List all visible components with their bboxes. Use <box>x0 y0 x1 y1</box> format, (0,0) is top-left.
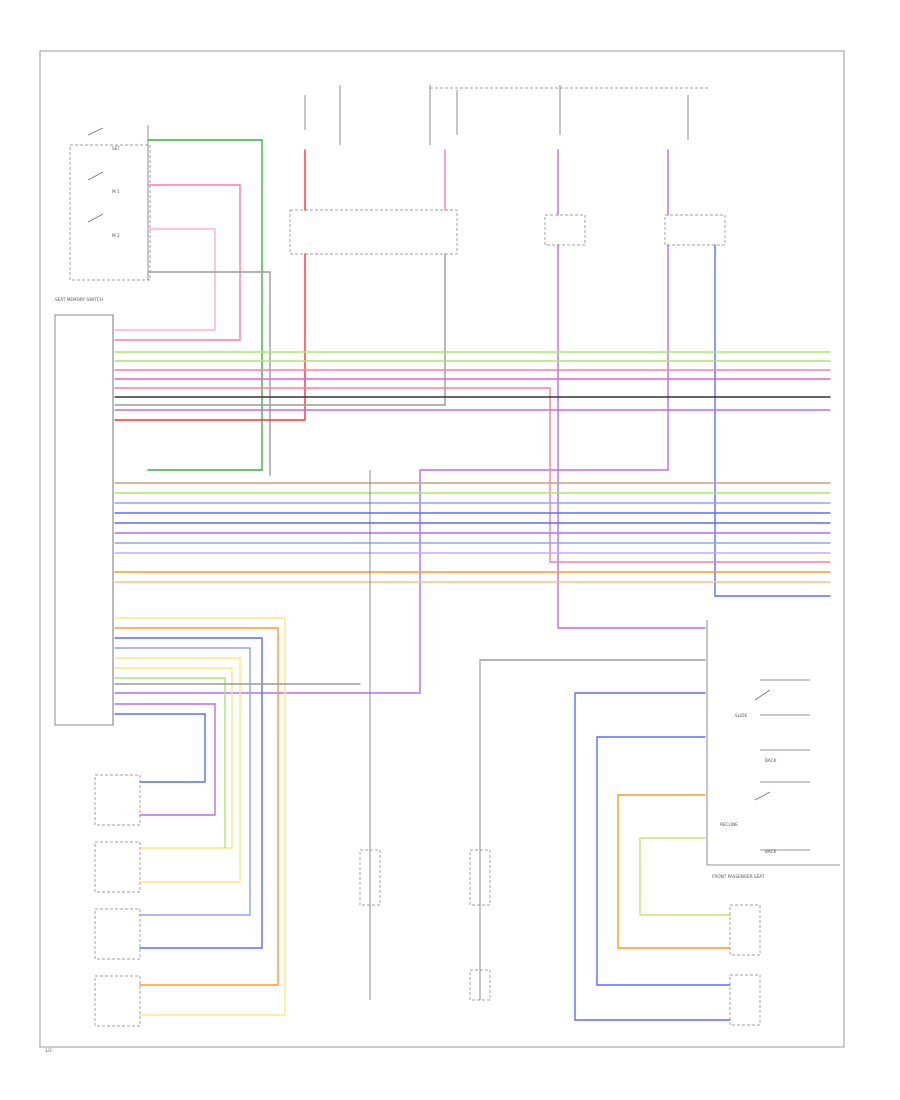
diagram-frame <box>39 50 845 1048</box>
back-label-2: BACK <box>765 849 777 854</box>
ecu-bus-top <box>114 351 831 563</box>
power-seat-ecu <box>54 314 114 726</box>
wire-red-2 <box>114 253 306 421</box>
seat-memory-switch: SET M 1 M 2 SEAT MEMORY SWITCH <box>55 125 151 302</box>
slide-motor <box>94 774 141 826</box>
lifter-motor <box>94 841 141 893</box>
passenger-seat-switch: SLIDE RECLINE BACK BACK FRONT PASSENGER … <box>706 620 840 879</box>
wire-blue-right <box>714 244 831 597</box>
relay-block-3 <box>664 214 726 246</box>
ecu-bus-lower <box>114 617 361 1016</box>
center-relay-3 <box>469 969 491 1001</box>
passenger-recline-motor <box>729 974 761 1026</box>
center-relay-2 <box>469 849 491 906</box>
passenger-slide-motor <box>729 904 761 956</box>
wire-violet-down-2 <box>114 244 669 694</box>
center-components <box>359 470 706 1001</box>
ecu-bus-middle <box>114 482 831 583</box>
seat-memory-switch-label: SEAT MEMORY SWITCH <box>55 297 103 302</box>
m1-label: M 1 <box>112 189 120 194</box>
center-relay-1 <box>359 849 381 906</box>
wire-gray <box>147 271 271 476</box>
fuse-wires <box>114 149 831 694</box>
motor-group-left <box>94 774 141 1027</box>
wire-green <box>147 139 263 471</box>
back-label: BACK <box>765 758 777 763</box>
wire-violet-down <box>557 244 706 629</box>
recline-label: RECLINE <box>720 822 738 827</box>
page-ref: 1/2 <box>45 1048 52 1053</box>
wire-pink <box>114 184 241 341</box>
wire-gray-top <box>114 253 446 406</box>
switch-wires <box>114 139 271 476</box>
front-passenger-seat-label: FRONT PASSENGER SEAT <box>712 874 765 879</box>
relay-block-2 <box>544 214 586 246</box>
relay-block <box>289 209 458 255</box>
m2-label: M 2 <box>112 233 120 238</box>
set-label: SET <box>112 146 120 151</box>
fuse-area <box>304 85 710 145</box>
tilt-motor <box>94 975 141 1027</box>
passenger-motor-wires <box>574 692 761 1026</box>
wire-pink-2 <box>114 228 216 331</box>
recline-motor <box>94 908 141 960</box>
slide-label: SLIDE <box>735 713 747 718</box>
